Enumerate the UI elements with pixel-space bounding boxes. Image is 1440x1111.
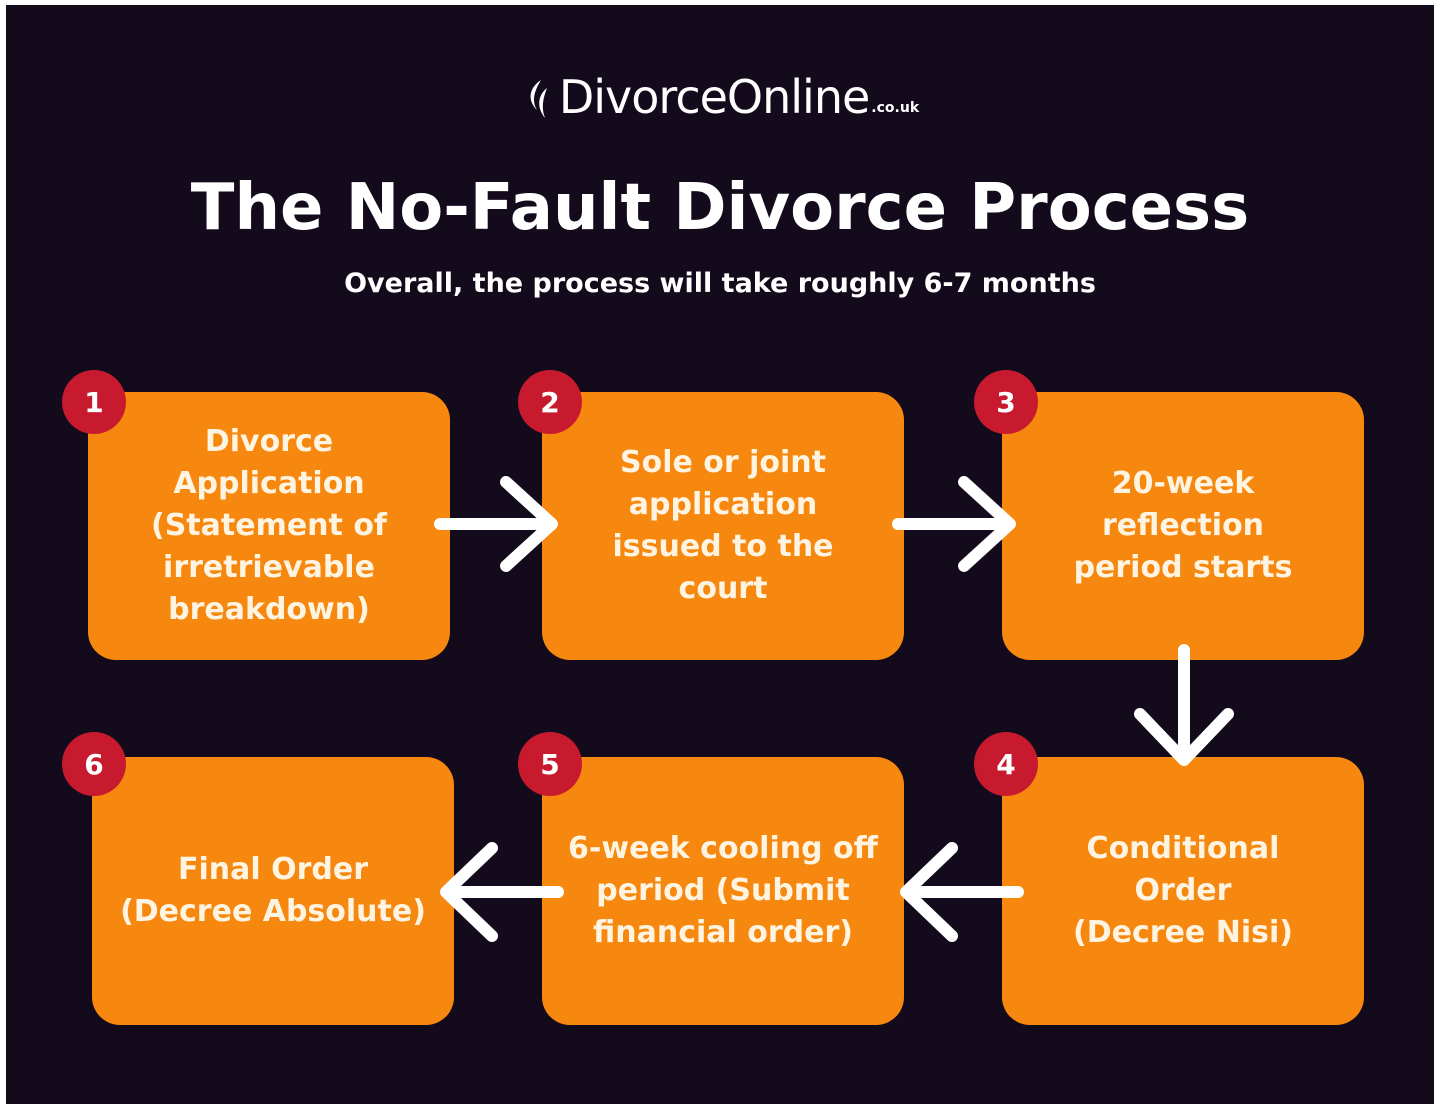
step-5-box: 6-week cooling off period (Submit financ…	[542, 757, 904, 1025]
step-3-badge: 3	[974, 370, 1038, 434]
step-6-box: Final Order (Decree Absolute)	[92, 757, 454, 1025]
arrow-left-icon	[440, 842, 564, 942]
arrow-left-icon	[900, 842, 1024, 942]
step-4-text: Conditional Order (Decree Nisi)	[1073, 831, 1293, 950]
arrow-down-icon	[1134, 644, 1234, 766]
page-subtitle: Overall, the process will take roughly 6…	[344, 268, 1096, 299]
step-2-badge: 2	[518, 370, 582, 434]
step-5-badge: 5	[518, 732, 582, 796]
logo-leaf-icon	[530, 80, 547, 118]
step-1-badge: 1	[62, 370, 126, 434]
logo-domain-suffix: .co.uk	[871, 100, 920, 116]
step-2-box: Sole or joint application issued to the …	[542, 392, 904, 660]
step-5-text: 6-week cooling off period (Submit financ…	[568, 831, 878, 950]
arrow-right-icon	[892, 476, 1016, 572]
step-1-text: Divorce Application (Statement of irretr…	[150, 424, 387, 627]
logo-brand-text: DivorceOnline	[558, 70, 870, 124]
step-2-text: Sole or joint application issued to the …	[612, 445, 834, 606]
step-3-text: 20-week reflection period starts	[1073, 466, 1293, 585]
page-title: The No-Fault Divorce Process	[190, 171, 1250, 245]
step-3-box: 20-week reflection period starts	[1002, 392, 1364, 660]
step-6-text: Final Order (Decree Absolute)	[120, 852, 426, 929]
step-6-badge: 6	[62, 732, 126, 796]
arrow-right-icon	[434, 476, 558, 572]
step-1-box: Divorce Application (Statement of irretr…	[88, 392, 450, 660]
step-4-badge: 4	[974, 732, 1038, 796]
divorceonline-logo: DivorceOnline .co.uk	[0, 62, 1440, 122]
step-4-box: Conditional Order (Decree Nisi)	[1002, 757, 1364, 1025]
